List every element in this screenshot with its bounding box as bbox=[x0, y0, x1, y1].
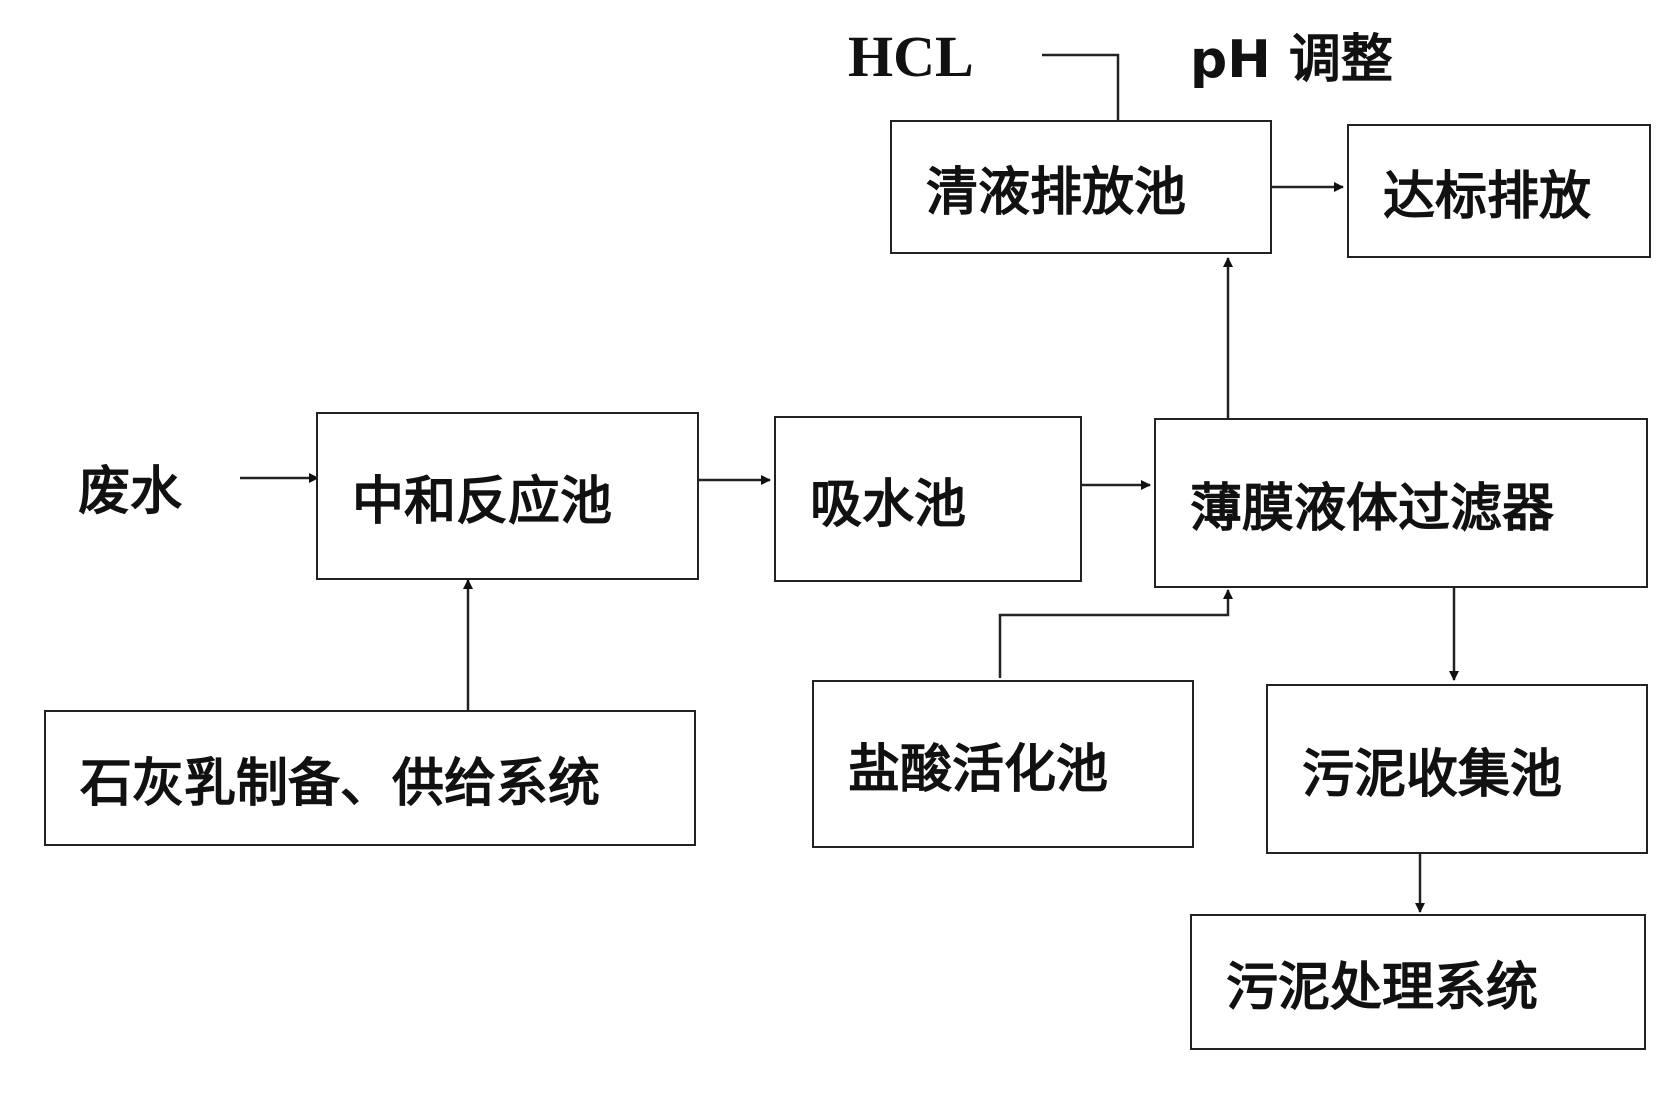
absorption-tank-label: 吸水池 bbox=[810, 474, 967, 535]
membrane-filter-box: 薄膜液体过滤器 bbox=[1154, 418, 1648, 588]
discharge-label: 达标排放 bbox=[1383, 166, 1592, 227]
neutralization-tank-label: 中和反应池 bbox=[352, 471, 613, 532]
edge-hcl-activation-to-filter bbox=[998, 589, 1233, 678]
neutralization-tank-box: 中和反应池 bbox=[316, 412, 699, 580]
hcl-activation-tank-box: 盐酸活化池 bbox=[812, 680, 1194, 848]
hcl-label: HCL bbox=[848, 24, 974, 89]
sludge-collection-tank-box: 污泥收集池 bbox=[1266, 684, 1648, 854]
hcl-activation-tank-label: 盐酸活化池 bbox=[848, 739, 1109, 800]
membrane-filter-label: 薄膜液体过滤器 bbox=[1190, 478, 1555, 539]
discharge-box: 达标排放 bbox=[1347, 124, 1651, 258]
clear-liquid-tank-label: 清液排放池 bbox=[926, 162, 1187, 223]
ph-adjust-label: pH 调整 bbox=[1190, 30, 1393, 90]
clear-liquid-tank-box: 清液排放池 bbox=[890, 120, 1272, 254]
sludge-treatment-system-box: 污泥处理系统 bbox=[1190, 914, 1646, 1050]
sludge-treatment-system-label: 污泥处理系统 bbox=[1226, 957, 1539, 1018]
lime-milk-system-box: 石灰乳制备、供给系统 bbox=[44, 710, 696, 846]
edge-hcl-to-clear-liquid bbox=[1042, 53, 1123, 136]
absorption-tank-box: 吸水池 bbox=[774, 416, 1082, 582]
lime-milk-system-label: 石灰乳制备、供给系统 bbox=[80, 753, 601, 814]
wastewater-label: 废水 bbox=[78, 462, 183, 522]
sludge-collection-tank-label: 污泥收集池 bbox=[1302, 744, 1563, 805]
